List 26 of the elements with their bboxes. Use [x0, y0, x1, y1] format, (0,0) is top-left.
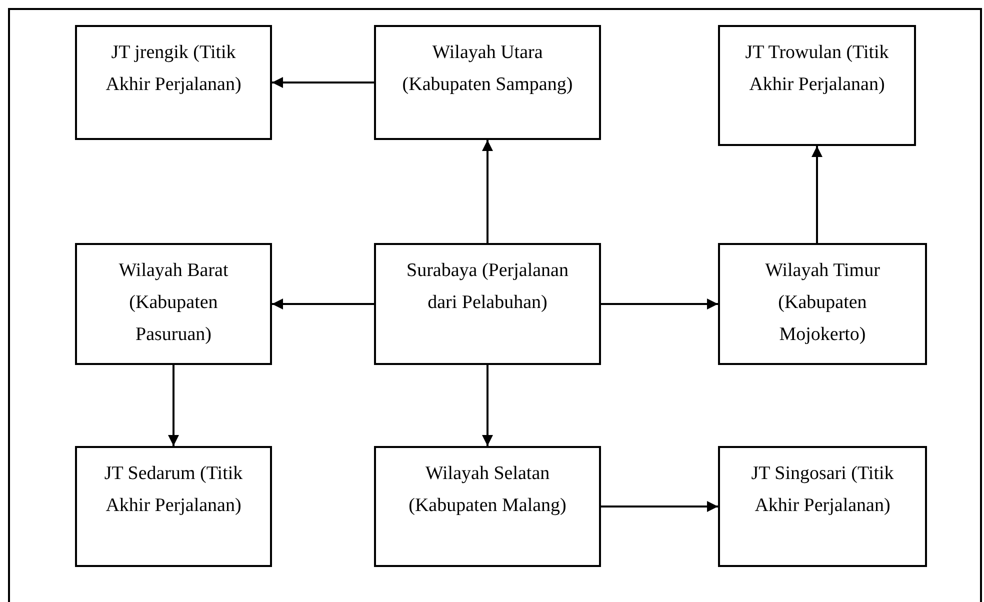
process-box — [374, 25, 601, 140]
arrow — [168, 365, 179, 446]
process-box — [75, 243, 272, 365]
box-label: Wilayah Selatan (Kabupaten Malang) — [408, 462, 568, 518]
box-label: Wilayah Utara (Kabupaten Sampang) — [401, 41, 574, 97]
arrow — [812, 146, 822, 243]
arrow — [601, 501, 718, 512]
process-box — [75, 25, 272, 140]
process-box — [718, 446, 927, 567]
arrow — [272, 77, 374, 88]
arrow — [482, 365, 493, 446]
box-label: JT Sedarum (Titik Akhir Perjalanan) — [103, 462, 244, 518]
arrow — [482, 140, 493, 243]
box-label: Surabaya (Perjalanan dari Pelabuhan) — [406, 259, 570, 315]
arrow — [601, 298, 718, 310]
process-box — [718, 25, 916, 146]
box-label: JT Singosari (Titik Akhir Perjalanan) — [750, 462, 895, 518]
process-box — [374, 243, 601, 365]
process-box — [75, 446, 272, 567]
box-label: JT jrengik (Titik Akhir Perjalanan) — [104, 41, 242, 97]
box-label: JT Trowulan (Titik Akhir Perjalanan) — [744, 41, 890, 97]
process-box — [718, 243, 927, 365]
box-label: Wilayah Barat (Kabupaten Pasuruan) — [118, 259, 230, 347]
box-label: Wilayah Timur (Kabupaten Mojokerto) — [764, 259, 881, 347]
arrow — [272, 298, 374, 310]
process-box — [374, 446, 601, 567]
